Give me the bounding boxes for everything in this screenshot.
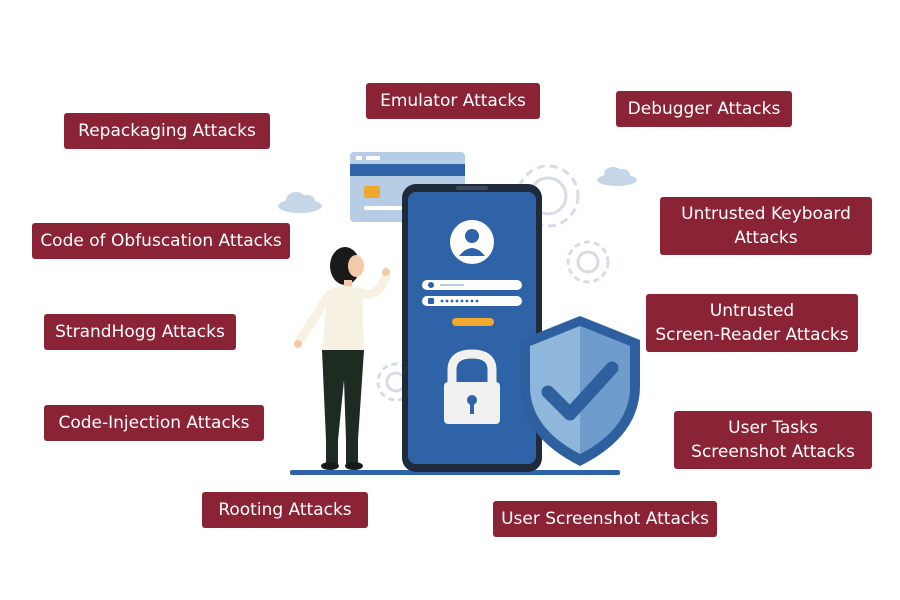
label-rooting-attacks: Rooting Attacks (202, 492, 368, 528)
label-user-tasks-screenshot-attacks: User Tasks Screenshot Attacks (674, 411, 872, 469)
label-emulator-attacks: Emulator Attacks (366, 83, 540, 119)
label-text: Debugger Attacks (627, 99, 781, 119)
label-code-obfuscation-attacks: Code of Obfuscation Attacks (32, 223, 290, 259)
label-text-line2: Screen-Reader Attacks (655, 325, 849, 345)
login-button-graphic (452, 318, 494, 326)
label-code-injection-attacks: Code-Injection Attacks (44, 405, 264, 441)
padlock-icon (444, 349, 500, 424)
label-text: Emulator Attacks (380, 91, 526, 111)
gear-icon (566, 240, 610, 284)
label-text: Repackaging Attacks (78, 121, 256, 141)
label-text-line1: Untrusted Keyboard (681, 204, 851, 224)
label-debugger-attacks: Debugger Attacks (616, 91, 792, 127)
password-field (422, 296, 522, 306)
ground-line (290, 470, 620, 475)
label-text-line2: Attacks (734, 228, 798, 248)
label-text: Code of Obfuscation Attacks (40, 231, 282, 251)
username-field (422, 280, 522, 290)
label-strandhogg-attacks: StrandHogg Attacks (44, 314, 236, 350)
label-untrusted-keyboard-attacks: Untrusted Keyboard Attacks (660, 197, 872, 255)
label-text-line2: Screenshot Attacks (691, 442, 855, 462)
smartphone (402, 184, 542, 472)
user-avatar-icon (450, 220, 494, 264)
label-untrusted-screen-reader-attacks: Untrusted Screen-Reader Attacks (646, 294, 858, 352)
shield-check-icon (520, 316, 640, 466)
label-text: Rooting Attacks (218, 500, 352, 520)
cloud-icon (278, 192, 322, 213)
label-text: StrandHogg Attacks (55, 322, 225, 342)
label-text: User Screenshot Attacks (501, 509, 709, 529)
label-text-line1: Untrusted (709, 301, 795, 321)
label-repackaging-attacks: Repackaging Attacks (64, 113, 270, 149)
label-text-line1: User Tasks (728, 418, 818, 438)
person-figure (294, 247, 391, 470)
cloud-icon (597, 167, 637, 186)
label-user-screenshot-attacks: User Screenshot Attacks (493, 501, 717, 537)
label-text: Code-Injection Attacks (58, 413, 250, 433)
